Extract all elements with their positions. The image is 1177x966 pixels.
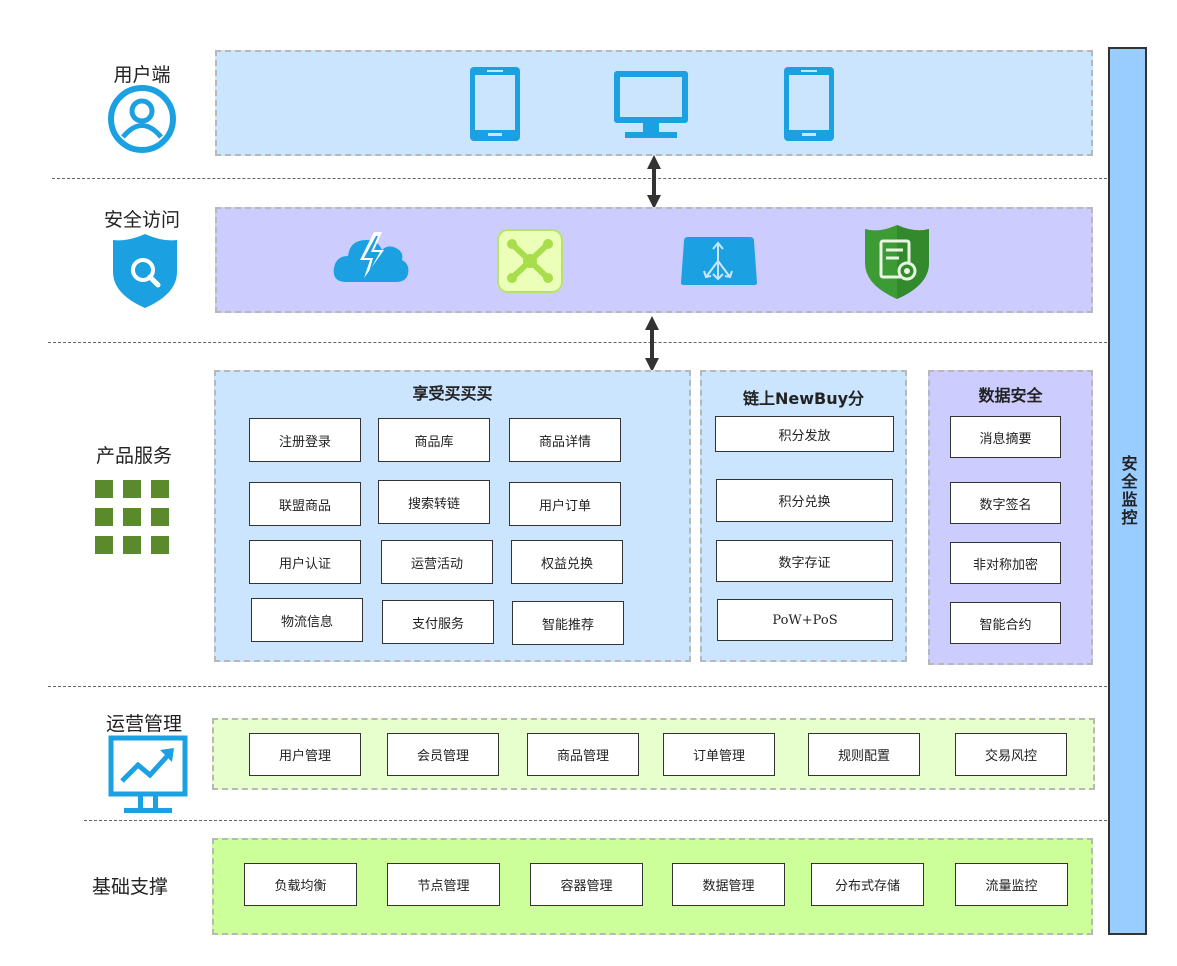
product-main-title: 享受买买买 — [412, 384, 493, 403]
product-data-security-group: 数据安全 消息摘要 数字签名 非对称加密 智能合约 — [928, 370, 1093, 665]
infra-panel: 负载均衡 节点管理 容器管理 数据管理 分布式存储 流量监控 — [212, 838, 1093, 935]
product-chain-group: 链上NewBuy分 积分发放 积分兑换 数字存证 PoW+PoS — [700, 370, 907, 662]
double-arrow-icon — [644, 155, 664, 209]
product-item-register: 注册登录 — [249, 418, 361, 462]
security-item-contract: 智能合约 — [950, 602, 1061, 644]
ops-panel: 用户管理 会员管理 商品管理 订单管理 规则配置 交易风控 — [212, 718, 1095, 790]
layer-title-product: 产品服务 — [95, 445, 172, 467]
security-monitor-label: 安全监控 — [1118, 455, 1138, 527]
security-item-signature: 数字签名 — [950, 482, 1061, 524]
infra-item-traffic: 流量监控 — [955, 863, 1068, 906]
security-item-asymmetric: 非对称加密 — [950, 542, 1061, 584]
chain-item-exchange: 积分兑换 — [716, 479, 893, 522]
infra-item-load-balance: 负载均衡 — [244, 863, 357, 906]
product-item-catalog: 商品库 — [378, 418, 490, 462]
ops-item-user: 用户管理 — [249, 733, 361, 776]
product-item-detail: 商品详情 — [509, 418, 621, 462]
chain-item-consensus: PoW+PoS — [717, 599, 893, 641]
mobile-phone-icon — [469, 66, 521, 142]
ops-item-risk: 交易风控 — [955, 733, 1067, 776]
infra-item-data: 数据管理 — [672, 863, 785, 906]
layer-title-ops: 运营管理 — [105, 713, 182, 735]
shield-search-icon — [111, 232, 179, 310]
product-item-payment: 支付服务 — [382, 600, 494, 644]
mobile-phone-icon — [783, 66, 835, 142]
data-security-title: 数据安全 — [978, 386, 1043, 405]
chain-item-issue: 积分发放 — [715, 416, 894, 452]
product-item-recommend: 智能推荐 — [512, 601, 624, 645]
infra-item-container: 容器管理 — [530, 863, 643, 906]
product-item-affiliate: 联盟商品 — [249, 482, 361, 526]
separator-product-ops — [48, 686, 1107, 687]
product-item-rights: 权益兑换 — [511, 540, 623, 584]
cloud-lightning-icon — [332, 230, 410, 284]
infra-item-node: 节点管理 — [387, 863, 500, 906]
product-item-search-link: 搜索转链 — [378, 480, 490, 524]
product-item-campaign: 运营活动 — [381, 540, 493, 584]
chain-item-notarize: 数字存证 — [716, 540, 893, 582]
grid-squares-icon — [95, 480, 171, 556]
chart-monitor-icon — [108, 735, 188, 815]
separator-access-product — [48, 342, 1107, 343]
ops-item-product: 商品管理 — [527, 733, 639, 776]
ops-item-member: 会员管理 — [387, 733, 499, 776]
security-monitor-bar: 安全监控 — [1108, 47, 1147, 935]
double-arrow-icon — [642, 316, 662, 372]
separator-user-access — [52, 178, 1107, 179]
product-item-logistics: 物流信息 — [251, 598, 363, 642]
layer-title-access: 安全访问 — [103, 209, 180, 231]
infra-item-storage: 分布式存储 — [811, 863, 924, 906]
certificate-shield-icon — [863, 223, 931, 301]
product-chain-title: 链上NewBuy分 — [742, 389, 865, 408]
network-node-icon — [496, 228, 564, 294]
ops-item-rules: 规则配置 — [808, 733, 920, 776]
ops-item-order: 订单管理 — [663, 733, 775, 776]
separator-ops-infra — [84, 820, 1107, 821]
security-item-digest: 消息摘要 — [950, 416, 1061, 458]
load-balancer-icon — [680, 235, 758, 287]
user-circle-icon — [107, 84, 177, 154]
product-item-verify: 用户认证 — [249, 540, 361, 584]
product-main-group: 享受买买买 注册登录 商品库 商品详情 联盟商品 搜索转链 用户订单 用户认证 … — [214, 370, 691, 662]
layer-title-infra: 基础支撑 — [91, 876, 168, 898]
desktop-monitor-icon — [613, 70, 689, 140]
layer-title-user: 用户端 — [113, 64, 171, 86]
product-item-orders: 用户订单 — [509, 482, 621, 526]
